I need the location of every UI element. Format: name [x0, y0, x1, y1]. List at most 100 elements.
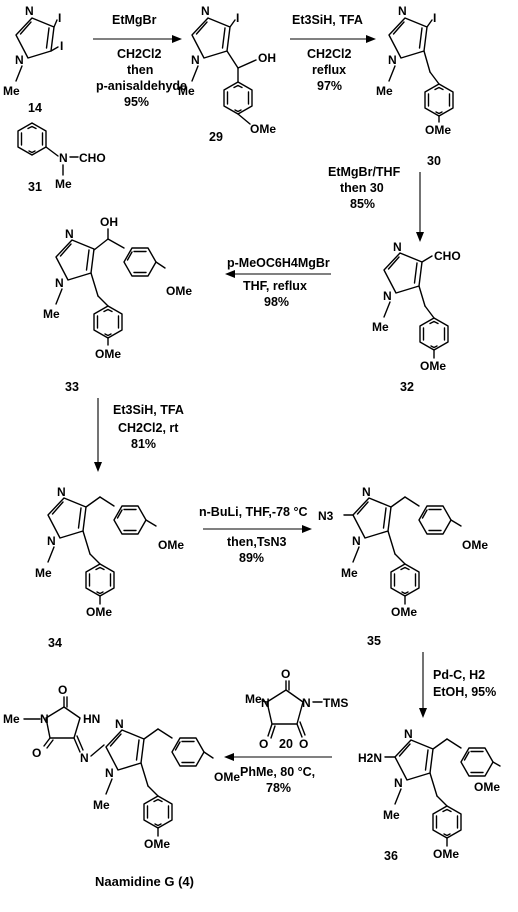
- atom-hn: HN: [83, 712, 100, 726]
- step5-conditions: Et3SiH, TFA CH2Cl2, rt 81%: [113, 403, 184, 451]
- atom-me: Me: [372, 320, 389, 334]
- compound-label-33: 33: [65, 380, 79, 394]
- atom-me: Me: [55, 177, 72, 191]
- atom-me: Me: [376, 84, 393, 98]
- atom-me: Me: [341, 566, 358, 580]
- compound-36-structure: N N Me H2N OMe OMe: [358, 727, 501, 861]
- step8-yield: 78%: [266, 781, 291, 795]
- atom-n: N: [261, 696, 270, 710]
- compound-label-29: 29: [209, 130, 223, 144]
- naamidine-label: Naamidine G (4): [95, 874, 194, 889]
- atom-n: N: [404, 727, 413, 741]
- step4-conditions: p-MeOC6H4MgBr THF, reflux 98%: [227, 256, 330, 309]
- atom-me: Me: [35, 566, 52, 580]
- compound-34-structure: N N Me OMe OMe: [35, 485, 184, 619]
- step7-reagent: Pd-C, H2: [433, 668, 485, 682]
- atom-ome: OMe: [425, 123, 451, 137]
- atom-o: O: [259, 737, 268, 751]
- step6-azide: then,TsN3: [227, 535, 287, 549]
- step8-conditions-line: PhMe, 80 °C,: [240, 765, 315, 779]
- step8-conditions: PhMe, 80 °C, 78%: [240, 765, 315, 795]
- reaction-arrow-step4: [225, 270, 331, 278]
- atom-ome: OMe: [474, 780, 500, 794]
- naamidine-g-structure: Me N O HN O N N N Me OMe OMe: [3, 683, 240, 851]
- atom-ome: OMe: [95, 347, 121, 361]
- atom-i: I: [58, 11, 61, 25]
- step4-solvent: THF, reflux: [243, 279, 307, 293]
- atom-tms: TMS: [323, 696, 348, 710]
- step1-yield: 95%: [124, 95, 149, 109]
- step2-reagent: Et3SiH, TFA: [292, 13, 363, 27]
- atom-me: Me: [93, 798, 110, 812]
- atom-ome: OMe: [86, 605, 112, 619]
- atom-n: N: [115, 717, 124, 731]
- atom-n: N: [105, 766, 114, 780]
- atom-i: I: [60, 39, 63, 53]
- atom-n: N: [302, 696, 311, 710]
- step6-reagent: n-BuLi, THF,-78 °C: [199, 505, 307, 519]
- atom-me: Me: [3, 84, 20, 98]
- compound-label-14: 14: [28, 101, 42, 115]
- reaction-arrow-step2: [290, 35, 376, 43]
- compound-label-30: 30: [427, 154, 441, 168]
- atom-o: O: [32, 746, 41, 760]
- compound-label-32: 32: [400, 380, 414, 394]
- step1-solvent: CH2Cl2: [117, 47, 162, 61]
- atom-ome: OMe: [144, 837, 170, 851]
- atom-me: Me: [43, 307, 60, 321]
- step3-conditions: EtMgBr/THF then 30 85%: [328, 165, 401, 211]
- compound-14-structure: N I I N Me: [3, 4, 63, 98]
- atom-n: N: [398, 4, 407, 18]
- atom-n: N: [394, 776, 403, 790]
- atom-n: N: [201, 4, 210, 18]
- reaction-arrow-step6: [203, 525, 312, 533]
- reaction-arrow-step7: [419, 652, 427, 718]
- atom-ome: OMe: [433, 847, 459, 861]
- atom-n3: N3: [318, 509, 334, 523]
- atom-n: N: [55, 276, 64, 290]
- atom-n: N: [388, 53, 397, 67]
- atom-n: N: [80, 751, 89, 765]
- compound-31-structure: N CHO Me: [17, 122, 106, 191]
- step1-aldehyde: p-anisaldehyde: [96, 79, 187, 93]
- step4-yield: 98%: [264, 295, 289, 309]
- compound-label-31: 31: [28, 180, 42, 194]
- compound-33-structure: N N Me OH OMe OMe: [43, 215, 192, 361]
- atom-o: O: [281, 667, 290, 681]
- step5-solvent: CH2Cl2, rt: [118, 421, 179, 435]
- atom-i: I: [236, 11, 239, 25]
- atom-n: N: [352, 534, 361, 548]
- step4-reagent: p-MeOC6H4MgBr: [227, 256, 330, 270]
- step3-reagent: EtMgBr/THF: [328, 165, 401, 179]
- atom-me: Me: [245, 692, 262, 706]
- reaction-arrow-step5: [94, 398, 102, 472]
- atom-me: Me: [3, 712, 20, 726]
- step3-yield: 85%: [350, 197, 375, 211]
- atom-n: N: [362, 485, 371, 499]
- atom-n-31: N: [59, 151, 68, 165]
- step2-solvent: CH2Cl2: [307, 47, 352, 61]
- reaction-arrow-step3: [416, 172, 424, 242]
- atom-ome: OMe: [420, 359, 446, 373]
- atom-ome: OMe: [250, 122, 276, 136]
- compound-label-35: 35: [367, 634, 381, 648]
- atom-oh: OH: [100, 215, 118, 229]
- atom-ome: OMe: [166, 284, 192, 298]
- atom-n: N: [393, 240, 402, 254]
- atom-n: N: [65, 227, 74, 241]
- atom-ome: OMe: [158, 538, 184, 552]
- step1-then: then: [127, 63, 153, 77]
- step1-conditions: EtMgBr CH2Cl2 then p-anisaldehyde 95%: [96, 13, 187, 109]
- step7-conditions: Pd-C, H2 EtOH, 95%: [433, 668, 496, 699]
- atom-n: N: [47, 534, 56, 548]
- step5-reagent: Et3SiH, TFA: [113, 403, 184, 417]
- compound-29-structure: N I N Me OH OMe: [178, 4, 276, 136]
- compound-30-structure: N I N Me OMe: [376, 4, 454, 137]
- atom-me: Me: [383, 808, 400, 822]
- atom-n: N: [15, 53, 24, 67]
- atom-n: N: [191, 53, 200, 67]
- atom-cho: CHO: [434, 249, 461, 263]
- compound-label-34: 34: [48, 636, 62, 650]
- atom-ome: OMe: [214, 770, 240, 784]
